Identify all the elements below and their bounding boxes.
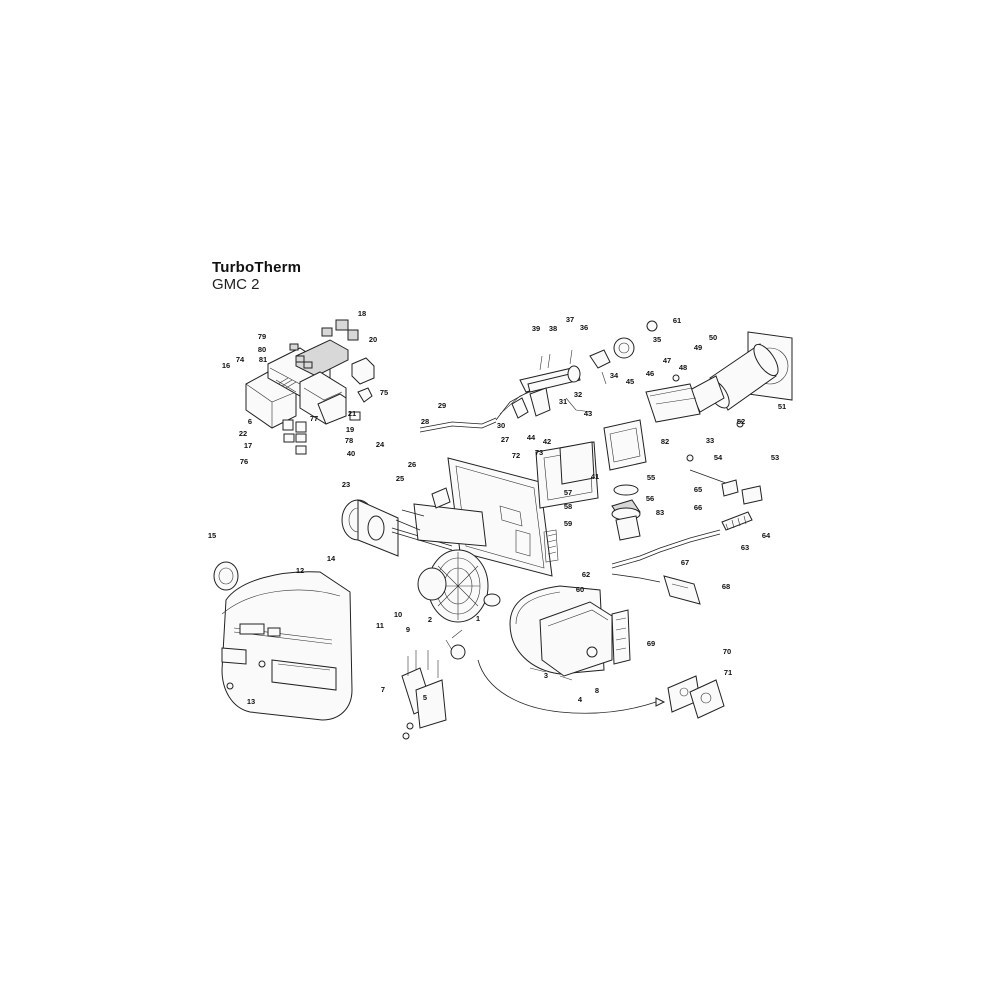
part-label-59: 59 [564,519,572,528]
part-label-33: 33 [706,436,714,445]
part-label-26: 26 [408,460,416,469]
part-label-72: 72 [512,451,520,460]
part-label-19: 19 [346,425,354,434]
damper-bracket [401,629,466,740]
part-label-8: 8 [595,686,599,695]
part-label-25: 25 [396,474,404,483]
diagram-title: TurboTherm [212,259,302,276]
part-label-22: 22 [239,429,247,438]
part-label-32: 32 [574,390,582,399]
part-label-3: 3 [544,671,548,680]
part-label-20: 20 [369,335,377,344]
part-label-82: 82 [661,437,669,446]
part-label-43: 43 [584,409,592,418]
part-label-41: 41 [591,472,599,481]
part-label-7: 7 [381,685,385,694]
part-label-80: 80 [258,345,266,354]
part-label-30: 30 [497,421,505,430]
part-label-31: 31 [559,397,567,406]
air-housing [509,585,631,681]
part-label-65: 65 [694,485,702,494]
part-label-18: 18 [358,309,366,318]
part-label-12: 12 [296,566,304,575]
part-label-75: 75 [380,388,388,397]
part-label-49: 49 [694,343,702,352]
part-label-36: 36 [580,323,588,332]
part-label-58: 58 [564,502,572,511]
part-label-66: 66 [694,503,702,512]
part-label-48: 48 [679,363,687,372]
part-label-17: 17 [244,441,252,450]
part-label-47: 47 [663,356,671,365]
part-label-44: 44 [527,433,536,442]
part-label-54: 54 [714,453,723,462]
connector-curve [477,659,657,714]
part-label-4: 4 [578,695,583,704]
part-label-2: 2 [428,615,432,624]
part-label-34: 34 [610,371,619,380]
motor-fan-assembly [341,487,501,623]
part-label-39: 39 [532,324,540,333]
linkage-rods [611,454,763,605]
connector-arrow [655,697,666,707]
bracket-parts [667,675,725,719]
part-label-53: 53 [771,453,779,462]
part-label-46: 46 [646,369,654,378]
part-label-13: 13 [247,697,255,706]
part-label-78: 78 [345,436,353,445]
part-label-69: 69 [647,639,655,648]
part-label-51: 51 [778,402,786,411]
part-label-67: 67 [681,558,689,567]
control-box-assembly [245,319,375,455]
part-label-21: 21 [348,409,356,418]
part-label-45: 45 [626,377,634,386]
part-label-37: 37 [566,315,574,324]
part-label-24: 24 [376,440,385,449]
part-label-68: 68 [722,582,730,591]
part-label-40: 40 [347,449,355,458]
part-label-71: 71 [724,668,732,677]
diagram-model: GMC 2 [212,276,260,293]
part-label-28: 28 [421,417,429,426]
part-label-27: 27 [501,435,509,444]
part-label-62: 62 [582,570,590,579]
part-label-64: 64 [762,531,771,540]
part-label-14: 14 [327,554,336,563]
blast-tube [645,331,793,428]
part-label-52: 52 [737,417,745,426]
part-label-23: 23 [342,480,350,489]
part-label-6: 6 [248,417,252,426]
part-label-81: 81 [259,355,267,364]
part-label-73: 73 [535,448,543,457]
part-label-61: 61 [673,316,681,325]
part-label-57: 57 [564,488,572,497]
part-label-16: 16 [222,361,230,370]
part-label-38: 38 [549,324,557,333]
part-label-79: 79 [258,332,266,341]
part-label-55: 55 [647,473,655,482]
part-label-76: 76 [240,457,248,466]
part-label-77: 77 [310,414,318,423]
part-label-9: 9 [406,625,410,634]
gas-tube-assembly [419,320,658,433]
part-label-42: 42 [543,437,551,446]
part-label-1: 1 [476,614,480,623]
part-label-11: 11 [376,621,384,630]
part-label-29: 29 [438,401,446,410]
burner-cover [213,561,353,721]
part-label-50: 50 [709,333,717,342]
part-label-70: 70 [723,647,731,656]
part-label-35: 35 [653,335,661,344]
part-label-60: 60 [576,585,584,594]
part-label-10: 10 [394,610,402,619]
part-label-56: 56 [646,494,654,503]
part-label-74: 74 [236,355,245,364]
part-label-5: 5 [423,693,427,702]
part-label-83: 83 [656,508,664,517]
part-label-15: 15 [208,531,216,540]
part-label-63: 63 [741,543,749,552]
